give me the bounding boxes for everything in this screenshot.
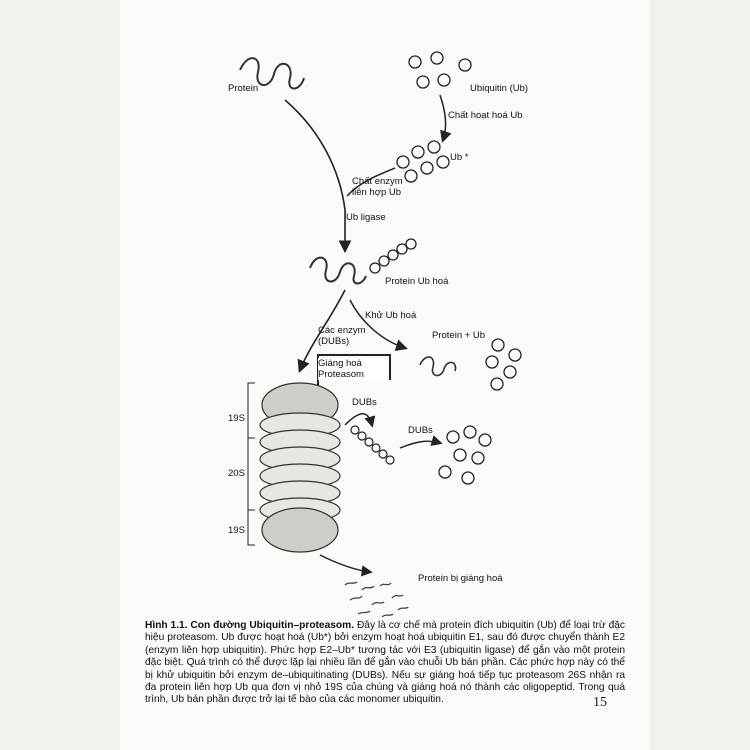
protein-coil xyxy=(239,57,305,90)
dubs-arrow-2 xyxy=(399,435,443,449)
ligase-label: Ub ligase xyxy=(346,212,386,223)
ub-chain-released xyxy=(350,425,395,465)
protein-ub-coil xyxy=(309,256,367,285)
figure-caption: Hình 1.1. Con đường Ubiquitin–proteasom.… xyxy=(145,620,625,707)
19s-bottom-label: 19S xyxy=(228,525,245,536)
degraded-label: Protein bị giáng hoá xyxy=(418,573,503,584)
deubiquitinate-label: Khử Ub hoá xyxy=(365,310,417,321)
proteasome xyxy=(259,382,341,553)
degradation-output-arrow xyxy=(319,554,373,577)
conjugase-label: Chất enzym liên hợp Ub xyxy=(352,176,403,198)
19s-top-label: 19S xyxy=(228,413,245,424)
deubiquitination-arrow xyxy=(349,299,408,351)
ubiquitin-monomers xyxy=(408,51,472,89)
dubs-label-1: DUBs xyxy=(352,397,377,408)
dubs-enzymes-label: Các enzym (DUBs) xyxy=(318,325,366,347)
protein-label: Protein xyxy=(228,83,259,94)
dubs-arrow-1 xyxy=(344,413,376,428)
to-proteasome-arrow xyxy=(297,289,346,373)
caption-text: Đây là cơ chế mà protein đích ubiquitin … xyxy=(145,620,626,706)
ub-star-label: Ub * xyxy=(450,152,469,163)
caption-title: Hình 1.1. Con đường Ubiquitin–proteasom. xyxy=(145,620,355,631)
dubs-label-2: DUBs xyxy=(408,425,433,436)
released-ub xyxy=(485,338,522,391)
peptide-fragments xyxy=(344,581,409,618)
protein-ub-label: Protein Ub hoá xyxy=(385,276,449,287)
activated-ub xyxy=(396,140,450,183)
protein-plus-ub-label: Protein + Ub xyxy=(432,330,486,341)
released-protein-coil xyxy=(419,356,457,377)
activation-arrow xyxy=(439,94,452,143)
ub-monomers-recycled xyxy=(438,425,492,485)
ubiquitin-label: Ubiquitin (Ub) xyxy=(470,83,529,94)
degrade-box-label: Giáng hoá Proteasom xyxy=(318,358,388,380)
main-pathway-arrow xyxy=(284,99,352,254)
20s-label: 20S xyxy=(228,468,245,479)
section-brackets xyxy=(247,382,255,546)
activator-label: Chất hoạt hoá Ub xyxy=(448,110,523,121)
page-number: 15 xyxy=(593,695,607,710)
ub-chain xyxy=(369,238,417,274)
conjugation-arrow xyxy=(346,167,396,197)
